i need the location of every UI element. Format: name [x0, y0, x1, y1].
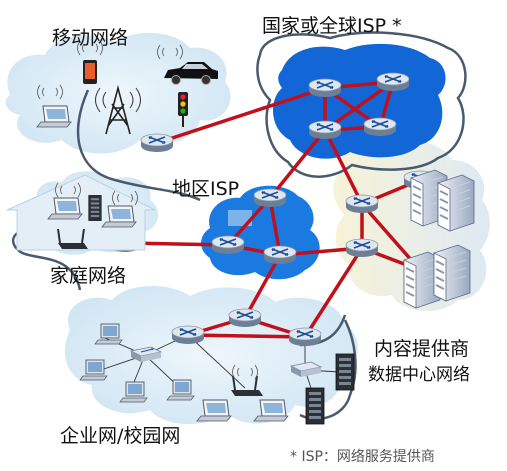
router-icon — [228, 308, 262, 328]
switch-icon — [129, 346, 163, 362]
label-home-network: 家庭网络 — [50, 265, 127, 287]
router-icon — [171, 325, 205, 345]
label-mobile-network: 移动网络 — [52, 27, 129, 49]
mobile-cloud — [5, 32, 231, 154]
cell-tower-icon — [95, 84, 141, 135]
label-content-provider: 内容提供商 — [374, 338, 470, 360]
router-icon — [345, 194, 379, 214]
router-icon — [308, 120, 342, 140]
label-global-isp: 国家或全球ISP * — [262, 15, 402, 37]
global-isp-region — [272, 43, 446, 159]
wireless-ap-icon — [231, 375, 263, 396]
label-enterprise-network: 企业网/校园网 — [60, 425, 181, 447]
label-regional-isp: 地区ISP — [172, 178, 240, 200]
router-icon — [363, 117, 397, 137]
server-rack-icon — [305, 387, 325, 425]
router-icon — [263, 245, 297, 265]
label-datacenter-network: 数据中心网络 — [368, 365, 470, 385]
server-rack-icon — [437, 174, 475, 232]
router-icon — [253, 188, 287, 208]
switch-icon — [289, 361, 323, 377]
phone-icon — [83, 60, 97, 84]
lan-links — [94, 334, 341, 401]
car-icon — [164, 62, 218, 85]
wireless-ap-icon — [57, 228, 88, 249]
router-icon — [308, 78, 342, 98]
server-rack-icon — [88, 195, 102, 221]
house-icon — [6, 174, 156, 251]
footnote: * ISP：网络服务提供商 — [290, 449, 435, 465]
router-icon — [288, 327, 322, 347]
traffic-light-icon — [178, 92, 188, 127]
server-rack-icon — [433, 244, 471, 302]
router-icon — [345, 238, 379, 258]
server-rack-icon — [335, 353, 355, 391]
router-icon — [376, 72, 410, 92]
router-icon — [211, 235, 245, 255]
router-icon — [140, 133, 174, 153]
